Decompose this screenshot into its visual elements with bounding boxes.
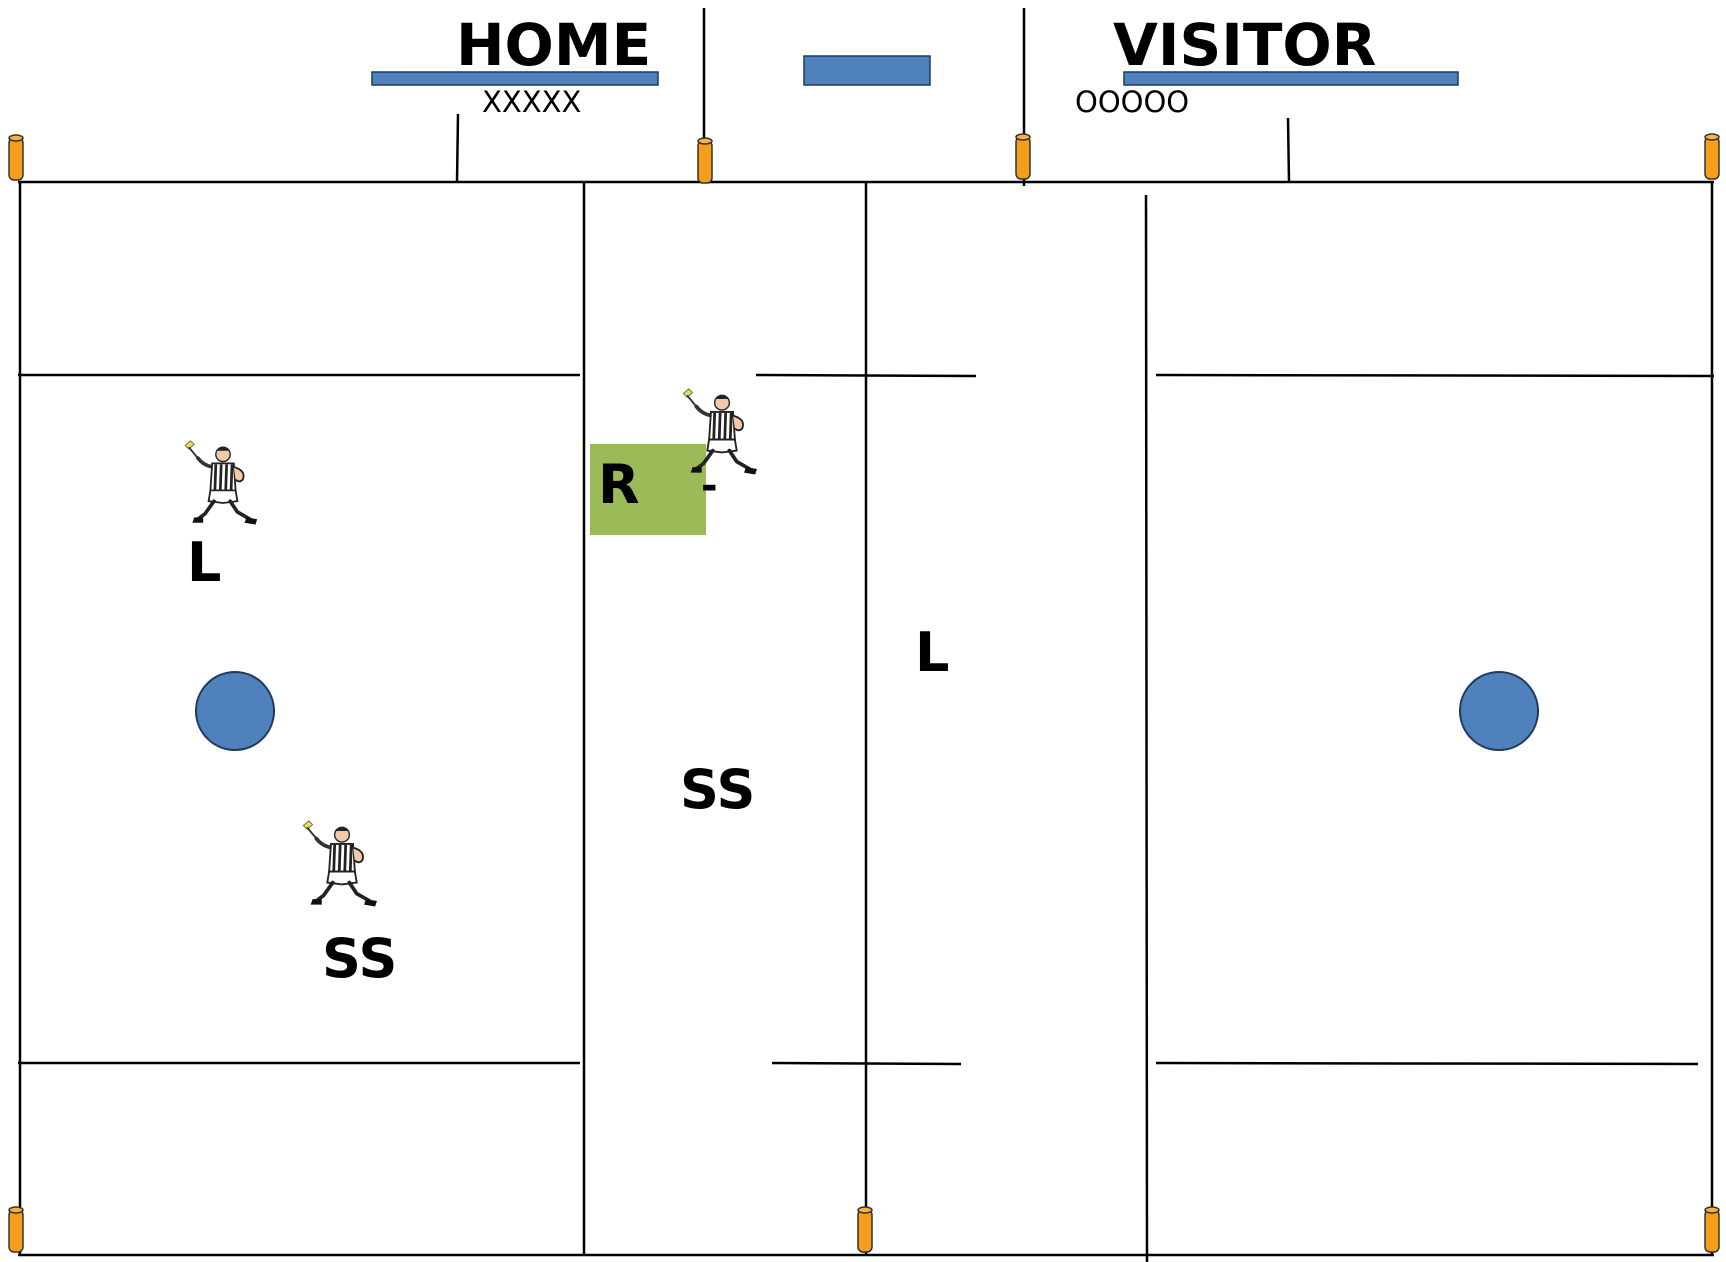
visitor-bench-bar	[1123, 71, 1459, 86]
home-bench-bar	[371, 71, 659, 86]
pylon-icon	[1704, 133, 1720, 180]
lead-official-label-center: L	[915, 621, 950, 684]
scorer-table-bar	[803, 55, 931, 86]
referee-highlight-box	[590, 444, 706, 535]
pylon-icon	[8, 134, 24, 181]
single-side-label-center: SS	[680, 758, 756, 821]
box-line-bottom-center	[771, 1061, 962, 1066]
pylon-icon	[857, 1206, 873, 1253]
home-team-players: XXXXX	[482, 85, 582, 119]
pylon-icon	[1015, 133, 1031, 180]
referee-figure-icon	[301, 819, 379, 909]
referee-figure-icon	[183, 439, 260, 527]
home-bench-mark	[455, 113, 460, 183]
visitor-bench-mark	[1286, 117, 1291, 183]
pylon-icon	[1704, 1206, 1720, 1253]
box-line-top-right	[1155, 373, 1715, 378]
goal-circle-left	[195, 671, 275, 751]
pylon-icon	[8, 1206, 24, 1253]
goal-circle-right	[1459, 671, 1539, 751]
box-line-top-center	[755, 373, 977, 378]
lead-official-label-left: L	[187, 531, 222, 594]
referee-dash-label: -	[701, 463, 718, 509]
restraining-line-right	[1144, 194, 1149, 1262]
box-line-bottom-right	[1155, 1061, 1699, 1066]
single-side-label-left: SS	[322, 927, 398, 990]
referee-label: R	[598, 453, 640, 516]
home-team-title: HOME	[456, 11, 652, 79]
visitor-team-title: VISITOR	[1113, 11, 1377, 79]
visitor-team-players: OOOOO	[1075, 85, 1190, 119]
pylon-icon	[697, 137, 713, 184]
